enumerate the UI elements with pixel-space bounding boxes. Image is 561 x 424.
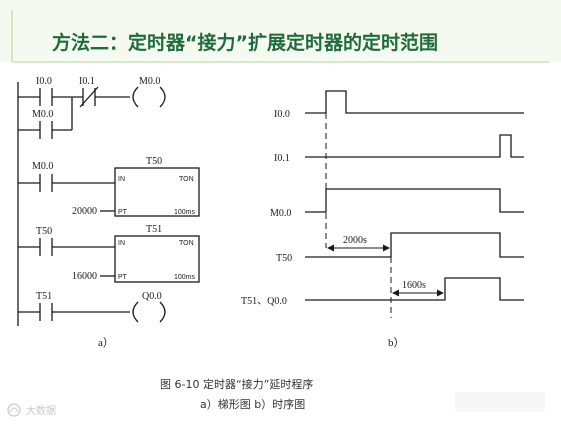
signal-label-i00: I0.0	[274, 109, 290, 120]
waveform-t51-q00	[305, 277, 524, 301]
signal-label-m00: M0.0	[270, 208, 291, 219]
timer-t51-base: 100ms	[174, 274, 196, 281]
timer-box-t50	[114, 167, 200, 217]
panel-b-label: b）	[388, 336, 405, 349]
watermark: 大数据	[7, 403, 56, 417]
ladder-diagram	[17, 82, 200, 326]
watermark-text: 大数据	[26, 404, 56, 417]
timer-t50-base: 100ms	[174, 209, 196, 216]
label-coil-m00: M0.0	[139, 76, 160, 87]
timer-t50-type: TON	[179, 176, 194, 183]
label-contact-t50: T50	[36, 226, 52, 237]
timer-t51-preset: 16000	[72, 271, 97, 282]
delay-label-1600s: 1600s	[402, 280, 426, 291]
header-band	[0, 0, 561, 62]
contact-i01-slash	[79, 86, 99, 108]
signal-label-t51-q00: T51、Q0.0	[241, 296, 287, 307]
label-contact-t51: T51	[36, 291, 52, 302]
page-title: 方法二：定时器“接力”扩展定时器的定时范围	[52, 31, 438, 54]
coil-m00-left-arc	[132, 86, 139, 108]
delay-label-2000s: 2000s	[343, 235, 367, 246]
signal-label-i01: I0.1	[274, 153, 290, 164]
waveform-t50	[305, 232, 524, 258]
waveform-i00	[305, 90, 524, 114]
timer-t50-pt: PT	[118, 209, 128, 216]
coil-q00-left-arc	[132, 301, 139, 323]
label-contact-i01: I0.1	[79, 76, 95, 87]
timer-t51-in: IN	[118, 240, 125, 247]
label-contact-m00-hold: M0.0	[32, 109, 53, 120]
coil-q00-right-arc	[159, 301, 166, 323]
timer-t51-name: T51	[146, 224, 162, 235]
timer-t50-in: IN	[118, 176, 125, 183]
figure-caption-subtitle: a）梯形图 b）时序图	[200, 397, 305, 411]
timer-t51-pt: PT	[118, 274, 128, 281]
waveform-i01	[305, 134, 524, 158]
timing-diagram	[305, 90, 524, 301]
timer-t50-name: T50	[146, 156, 162, 167]
timer-box-t51	[114, 235, 200, 283]
label-contact-i00: I0.0	[36, 76, 52, 87]
label-coil-q00: Q0.0	[142, 291, 162, 302]
panel-a-label: a）	[98, 336, 114, 349]
figure-caption-title: 图 6-10 定时器“接力”延时程序	[160, 377, 313, 391]
waveform-m00	[305, 188, 524, 213]
timer-t50-preset: 20000	[72, 206, 97, 217]
timer-t51-type: TON	[179, 240, 194, 247]
signal-label-t50: T50	[276, 253, 292, 264]
label-contact-m00-r2: M0.0	[32, 161, 53, 172]
watermark-logo-icon	[7, 403, 21, 417]
corner-smudge	[455, 392, 545, 412]
coil-m00-right-arc	[159, 86, 166, 108]
